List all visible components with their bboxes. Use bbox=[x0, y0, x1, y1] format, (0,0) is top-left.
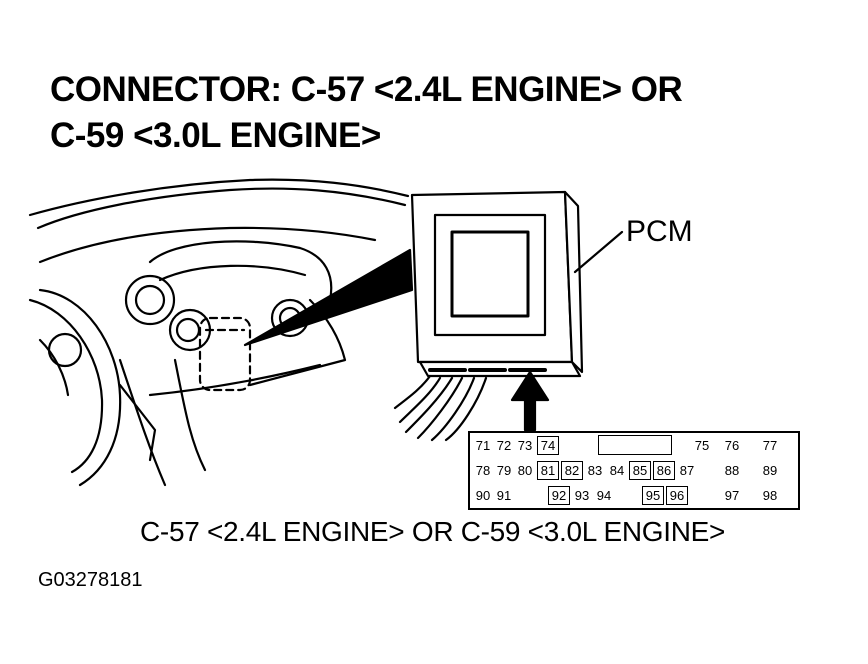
diagram-title-line-2: C-59 <3.0L ENGINE> bbox=[50, 116, 381, 155]
pin-91: 91 bbox=[496, 488, 512, 503]
pin-85: 85 bbox=[629, 461, 651, 480]
connector-arrow bbox=[510, 370, 550, 432]
pin-82: 82 bbox=[561, 461, 583, 480]
instrument-cluster bbox=[148, 240, 333, 302]
diagram-title-line-1: CONNECTOR: C-57 <2.4L ENGINE> OR bbox=[50, 70, 683, 109]
pointer-wedge bbox=[243, 248, 414, 347]
pin-95: 95 bbox=[642, 486, 664, 505]
connector-pin-grid: 71 72 73 74 75 76 77 78 79 80 81 82 83 8… bbox=[468, 431, 800, 510]
pin-92: 92 bbox=[548, 486, 570, 505]
pin-96: 96 bbox=[666, 486, 688, 505]
pin-98: 98 bbox=[762, 488, 778, 503]
pin-86: 86 bbox=[653, 461, 675, 480]
pcm-leader-line bbox=[573, 230, 624, 274]
pin-78: 78 bbox=[475, 463, 491, 478]
dashboard-top-edge bbox=[28, 178, 410, 217]
pin-79: 79 bbox=[496, 463, 512, 478]
pin-83: 83 bbox=[587, 463, 603, 478]
pin-80: 80 bbox=[517, 463, 533, 478]
pin-71: 71 bbox=[475, 438, 491, 453]
pin-73: 73 bbox=[517, 438, 533, 453]
dashboard-outline bbox=[36, 187, 407, 230]
pin-90: 90 bbox=[475, 488, 491, 503]
pin-81: 81 bbox=[537, 461, 559, 480]
connector-caption: C-57 <2.4L ENGINE> OR C-59 <3.0L ENGINE> bbox=[140, 516, 726, 547]
pin-93: 93 bbox=[574, 488, 590, 503]
pin-87: 87 bbox=[679, 463, 695, 478]
steering-wheel bbox=[38, 288, 122, 487]
pcm-label: PCM bbox=[626, 215, 693, 248]
figure-id: G03278181 bbox=[38, 569, 143, 591]
wire-harness bbox=[393, 374, 488, 442]
pin-84: 84 bbox=[609, 463, 625, 478]
connector-key-slot bbox=[598, 435, 672, 455]
pin-75: 75 bbox=[694, 438, 710, 453]
pin-76: 76 bbox=[724, 438, 740, 453]
pin-74: 74 bbox=[537, 436, 559, 455]
pin-88: 88 bbox=[724, 463, 740, 478]
pcm-module bbox=[410, 190, 584, 378]
pin-72: 72 bbox=[496, 438, 512, 453]
pin-97: 97 bbox=[724, 488, 740, 503]
pin-94: 94 bbox=[596, 488, 612, 503]
pin-77: 77 bbox=[762, 438, 778, 453]
pin-89: 89 bbox=[762, 463, 778, 478]
